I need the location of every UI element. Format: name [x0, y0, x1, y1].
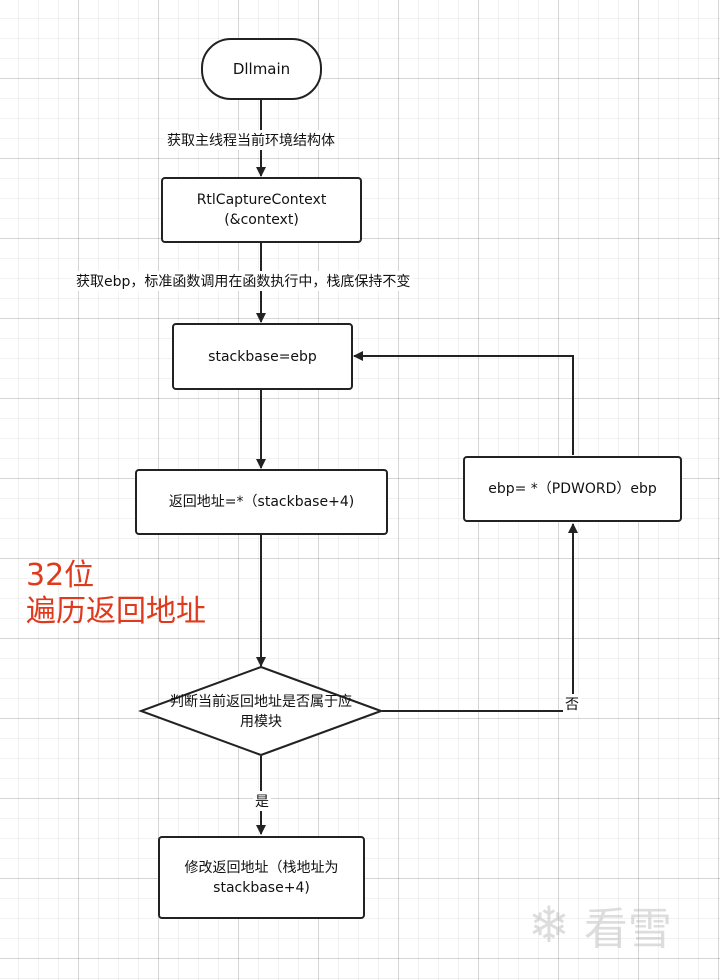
- ebp-update-node: ebp= *（PDWORD）ebp: [463, 456, 682, 522]
- edge-ebp-to-stackbase: [353, 351, 574, 455]
- start-node: Dllmain: [201, 38, 322, 100]
- edge-label-no: 否: [563, 694, 581, 714]
- return-address-node: 返回地址=*（stackbase+4): [135, 469, 388, 535]
- watermark-text: 看雪: [583, 904, 672, 955]
- edge-label-get-ebp: 获取ebp，标准函数调用在函数执行中，栈底保持不变: [74, 271, 413, 291]
- capture-context-node: RtlCaptureContext (&context): [161, 177, 362, 243]
- decision-label: 判断当前返回地址是否属于应 用模块: [170, 694, 352, 730]
- edge-label-yes: 是: [253, 791, 271, 811]
- annotation-32bit: 32位 遍历返回地址: [26, 558, 206, 629]
- snowflake-icon: ❄: [528, 896, 570, 954]
- watermark: ❄ 看雪: [528, 893, 672, 957]
- modify-return-node: 修改返回地址（栈地址为 stackbase+4): [158, 836, 365, 919]
- decision-diamond: [138, 665, 384, 757]
- edge-decision-no-to-ebp: [382, 523, 578, 712]
- stackbase-node: stackbase=ebp: [172, 323, 353, 390]
- edge-label-get-context: 获取主线程当前环境结构体: [165, 130, 337, 150]
